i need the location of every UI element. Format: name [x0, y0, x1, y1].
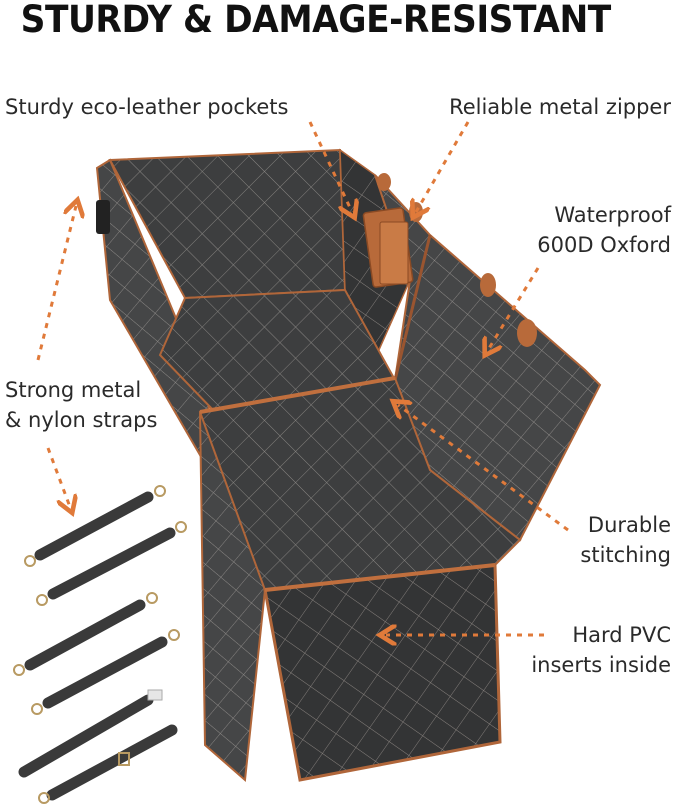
strap-3 — [13, 592, 158, 676]
arrow-oxford-icon — [488, 267, 540, 350]
callout-oxford-line-2: 600D Oxford — [537, 233, 671, 257]
callout-zipper: Reliable metal zipper — [449, 92, 671, 122]
callout-straps: Strong metal & nylon straps — [5, 375, 157, 435]
callout-arrows — [36, 121, 569, 635]
callout-oxford: Waterproof 600D Oxford — [537, 200, 671, 260]
callout-pvc-line-1: Hard PVC — [572, 623, 671, 647]
arrow-stitching-icon — [398, 405, 569, 532]
strap-4 — [31, 629, 180, 715]
callout-stitching-line-1: Durable — [587, 513, 671, 537]
callout-zipper-text: Reliable metal zipper — [449, 95, 671, 119]
callout-pockets: Sturdy eco-leather pockets — [5, 92, 288, 122]
callout-stitching: Durable stitching — [580, 510, 671, 570]
page-title: STURDY & DAMAGE-RESISTANT — [20, 0, 612, 41]
strap-1 — [24, 485, 166, 567]
arrow-straps-up-icon — [36, 206, 76, 361]
seat-cover — [95, 148, 602, 783]
callout-straps-line-1: Strong metal — [5, 378, 142, 402]
leather-pocket — [362, 207, 414, 288]
callout-pockets-text: Sturdy eco-leather pockets — [5, 95, 289, 119]
strap-5 — [18, 689, 163, 778]
strap-6 — [38, 724, 178, 804]
callout-pvc: Hard PVC inserts inside — [531, 620, 671, 680]
strap-2 — [36, 521, 187, 606]
callout-straps-line-2: & nylon straps — [5, 408, 158, 432]
callout-stitching-line-2: stitching — [580, 543, 671, 567]
side-buckle-icon — [96, 200, 110, 234]
callout-oxford-line-1: Waterproof — [554, 203, 671, 227]
arrow-straps-down-icon — [46, 447, 70, 507]
strap-set — [13, 485, 187, 804]
arrow-zipper-icon — [416, 121, 470, 212]
callout-pvc-line-2: inserts inside — [531, 653, 671, 677]
